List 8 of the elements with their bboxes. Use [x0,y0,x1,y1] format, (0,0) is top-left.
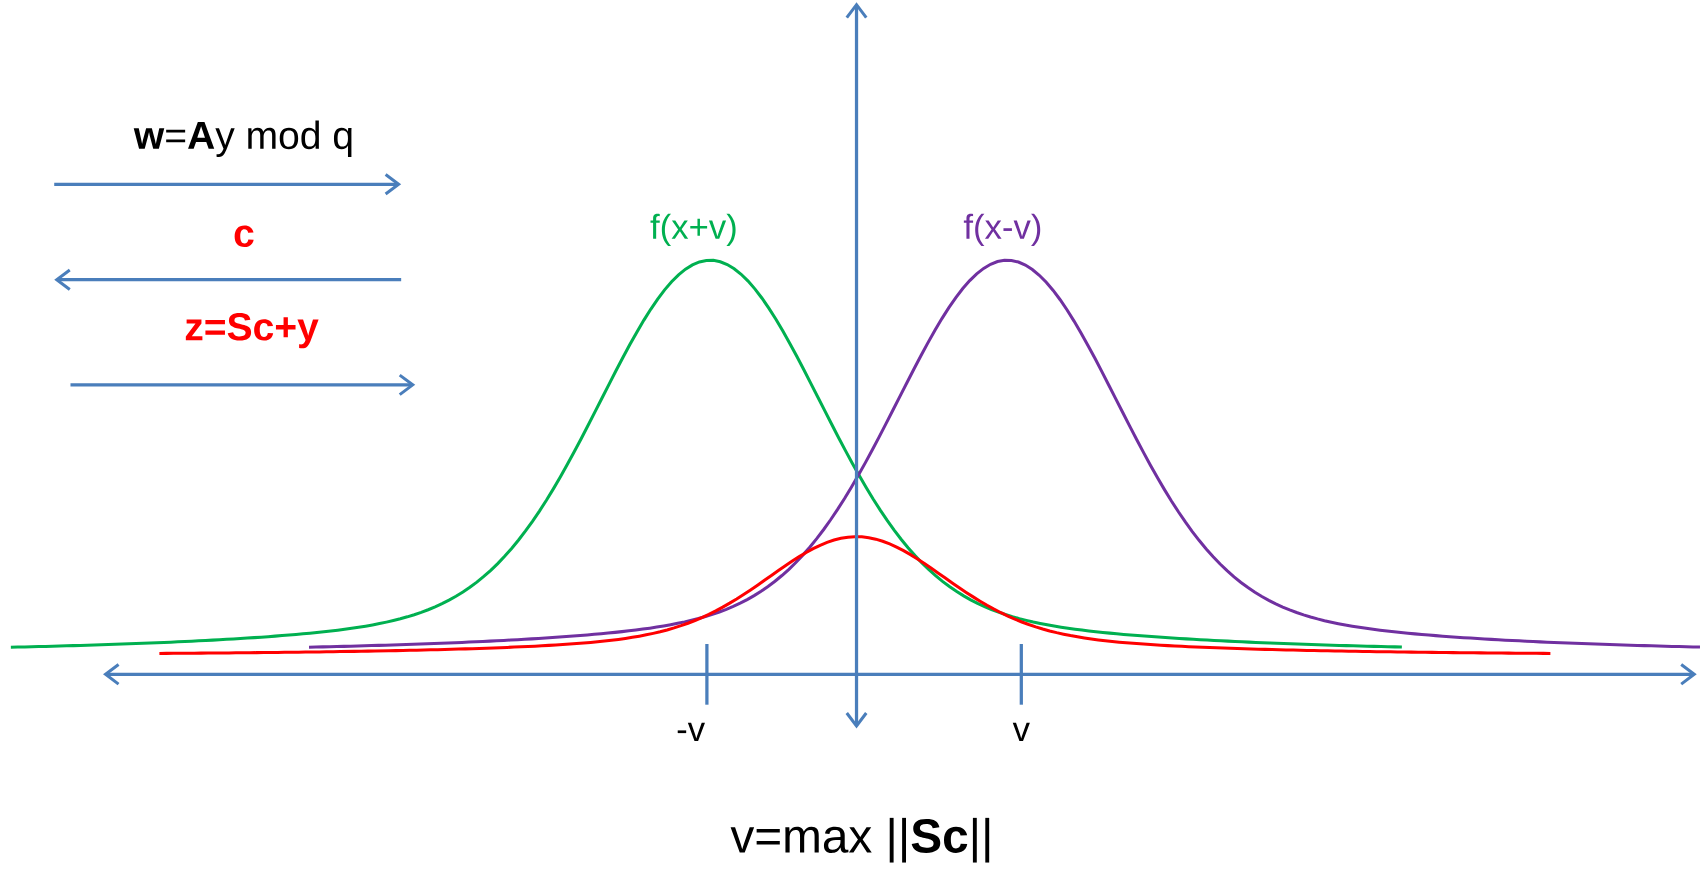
curve-label: f(x-v) [963,213,1041,247]
tick-label: -v [677,722,705,742]
formula-label: w=Ay mod q [133,120,352,157]
curve-label: f(x+v) [650,213,736,247]
formula-label: z=Sc+y [185,313,319,349]
formula-label: c [234,225,254,248]
formula-label: v=max ||Sc|| [730,817,990,863]
tick-label: v [1012,722,1030,742]
